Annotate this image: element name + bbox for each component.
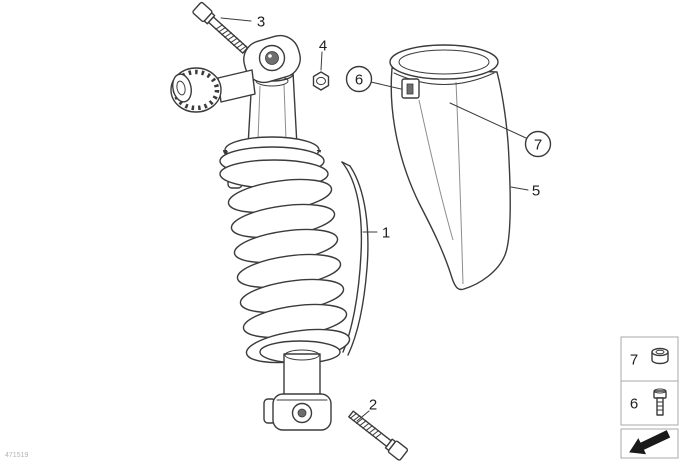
back-arrow-icon[interactable] (629, 430, 671, 455)
leader-line-6 (370, 81, 402, 90)
coil-spring (227, 178, 351, 364)
callout-7-label[interactable]: 7 (534, 136, 542, 153)
callout-1-label[interactable]: 1 (382, 224, 390, 241)
callout-4-label[interactable]: 4 (319, 37, 327, 54)
top-eye-mount (243, 34, 301, 84)
upper-mount-bolt (192, 1, 249, 54)
back-arrow-box[interactable] (620, 428, 679, 459)
shock-absorber (170, 34, 369, 431)
leader-lines (220, 17, 529, 422)
callout-6[interactable]: 6 (345, 65, 373, 93)
lower-clevis-mount (263, 393, 332, 431)
cover-clamp (401, 78, 420, 99)
hex-nut (312, 71, 330, 91)
leader-line-4 (320, 51, 323, 71)
callout-6-label[interactable]: 6 (355, 71, 363, 88)
cap-nut-icon (651, 347, 669, 365)
callout-2-label[interactable]: 2 (369, 396, 377, 413)
lower-mount-bolt (348, 410, 409, 461)
callout-7[interactable]: 7 (524, 130, 552, 158)
fine-print: 471519 (5, 452, 28, 459)
legend-cell-6 (620, 380, 679, 426)
leader-line-3 (220, 17, 252, 22)
leader-line-5 (510, 186, 529, 191)
callout-3-label[interactable]: 3 (257, 13, 265, 30)
leader-line-7 (449, 102, 527, 139)
hex-bolt-icon (653, 388, 667, 416)
spring-strut-cover (389, 44, 511, 291)
leader-line-2 (356, 410, 370, 422)
legend-table: 7 6 (620, 336, 679, 426)
callout-5-label[interactable]: 5 (532, 182, 540, 199)
adjuster-knob (170, 67, 256, 113)
legend-7-label[interactable]: 7 (630, 351, 638, 368)
legend-6-label[interactable]: 6 (630, 395, 638, 412)
